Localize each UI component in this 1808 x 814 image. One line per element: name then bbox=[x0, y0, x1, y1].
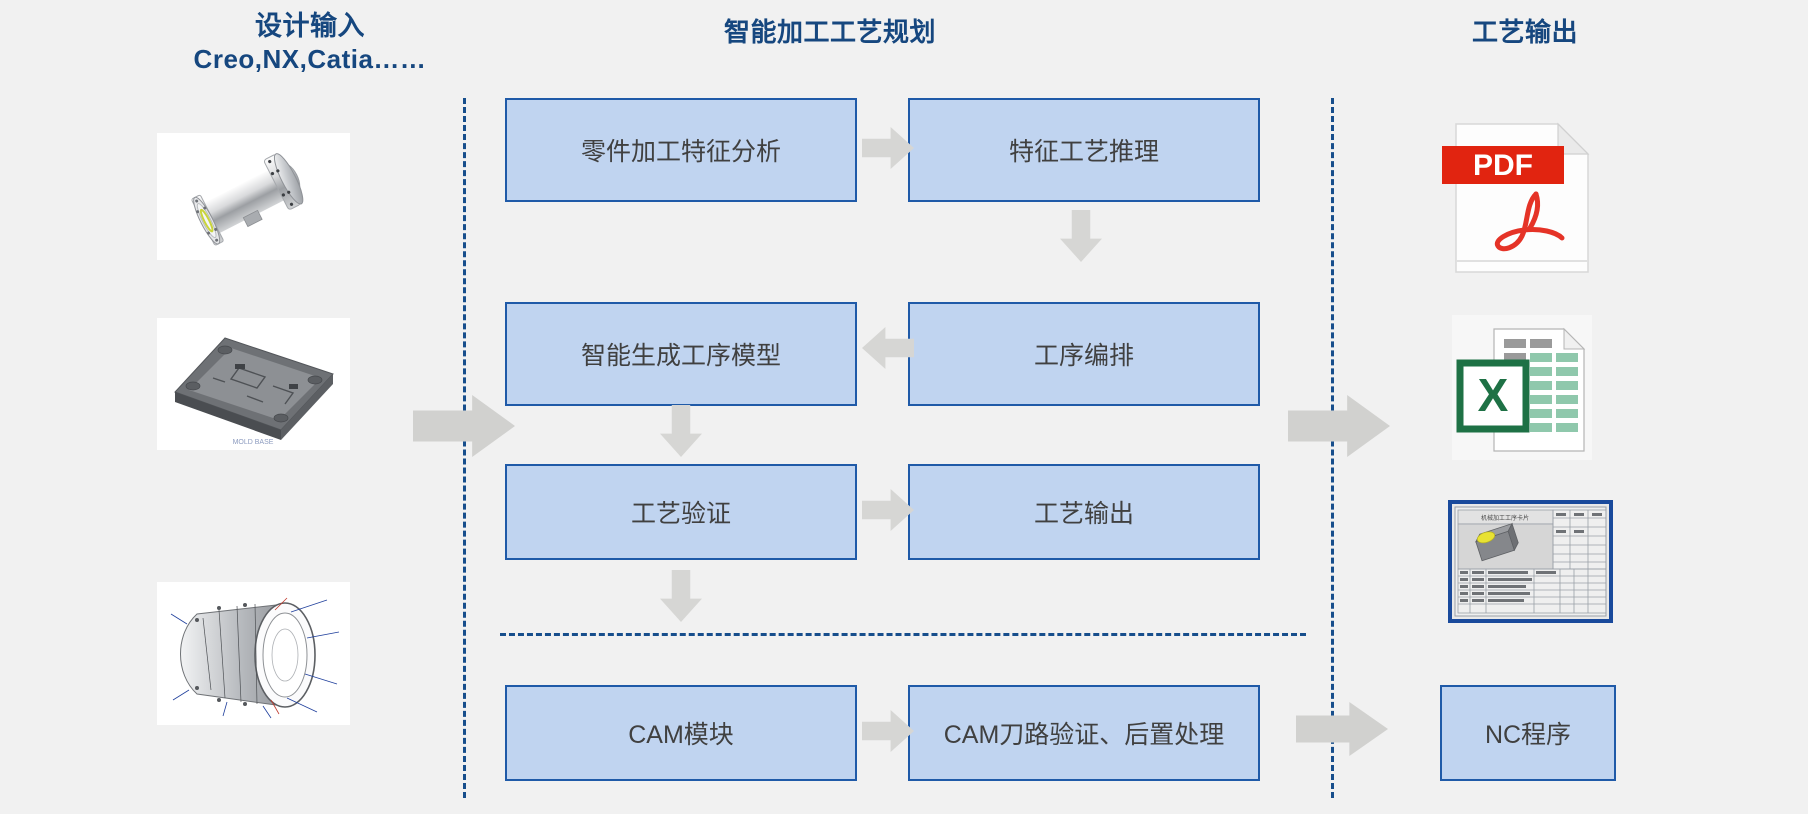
divider-left-dashed bbox=[463, 98, 466, 798]
arrow-down-icon-reasoning-to-sequencing bbox=[1060, 210, 1102, 262]
excel-file-icon: X bbox=[1452, 315, 1592, 460]
process-sheet-thumbnail: 机械加工工序卡片 bbox=[1448, 500, 1613, 623]
arrow-down-icon-model-to-verification bbox=[660, 405, 702, 457]
process-box-process-output[interactable]: 工艺输出 bbox=[908, 464, 1260, 560]
process-box-feature-analysis[interactable]: 零件加工特征分析 bbox=[505, 98, 857, 202]
divider-right-dashed bbox=[1331, 98, 1334, 798]
divider-cam-section-dashed bbox=[500, 633, 1306, 636]
shaft-housing-cad-model bbox=[157, 133, 350, 260]
process-box-cam-toolpath-verify-post[interactable]: CAM刀路验证、后置处理 bbox=[908, 685, 1260, 781]
arrow-down-icon-verification-to-cam bbox=[660, 570, 702, 622]
mold-base-cad-model: MOLD BASE bbox=[157, 318, 350, 450]
zone-title-design-input-main: 设计输入 bbox=[255, 11, 365, 41]
arrow-right-icon-analysis-to-reasoning bbox=[862, 127, 914, 169]
excel-x-label: X bbox=[1478, 369, 1509, 421]
zone-subtitle-cad-tools: Creo,NX,Catia…… bbox=[193, 44, 427, 75]
process-box-feature-reasoning[interactable]: 特征工艺推理 bbox=[908, 98, 1260, 202]
arrow-right-icon-cam-to-toolpath bbox=[862, 710, 914, 752]
zone-title-process-output: 工艺输出 bbox=[1471, 17, 1578, 47]
arrow-right-icon-cam-to-nc-program bbox=[1296, 702, 1388, 756]
pdf-label: PDF bbox=[1473, 149, 1533, 182]
arrow-right-icon-verification-to-output bbox=[862, 489, 914, 531]
process-box-generate-operation-model[interactable]: 智能生成工序模型 bbox=[505, 302, 857, 406]
output-box-nc-program[interactable]: NC程序 bbox=[1440, 685, 1616, 781]
arrow-right-icon-planning-to-output bbox=[1288, 395, 1390, 457]
arrow-left-icon-sequencing-to-model bbox=[862, 327, 914, 369]
zone-title-design-input: 设计输入 Creo,NX,Catia…… bbox=[110, 10, 510, 76]
process-box-cam-module[interactable]: CAM模块 bbox=[505, 685, 857, 781]
process-box-operation-sequencing[interactable]: 工序编排 bbox=[908, 302, 1260, 406]
pdf-file-icon: PDF bbox=[1440, 120, 1605, 275]
zone-title-process-planning: 智能加工工艺规划 bbox=[723, 17, 936, 47]
process-box-process-verification[interactable]: 工艺验证 bbox=[505, 464, 857, 560]
svg-text:MOLD BASE: MOLD BASE bbox=[233, 439, 274, 446]
engine-casing-cad-model bbox=[157, 582, 350, 725]
svg-text:机械加工工序卡片: 机械加工工序卡片 bbox=[1481, 514, 1529, 522]
